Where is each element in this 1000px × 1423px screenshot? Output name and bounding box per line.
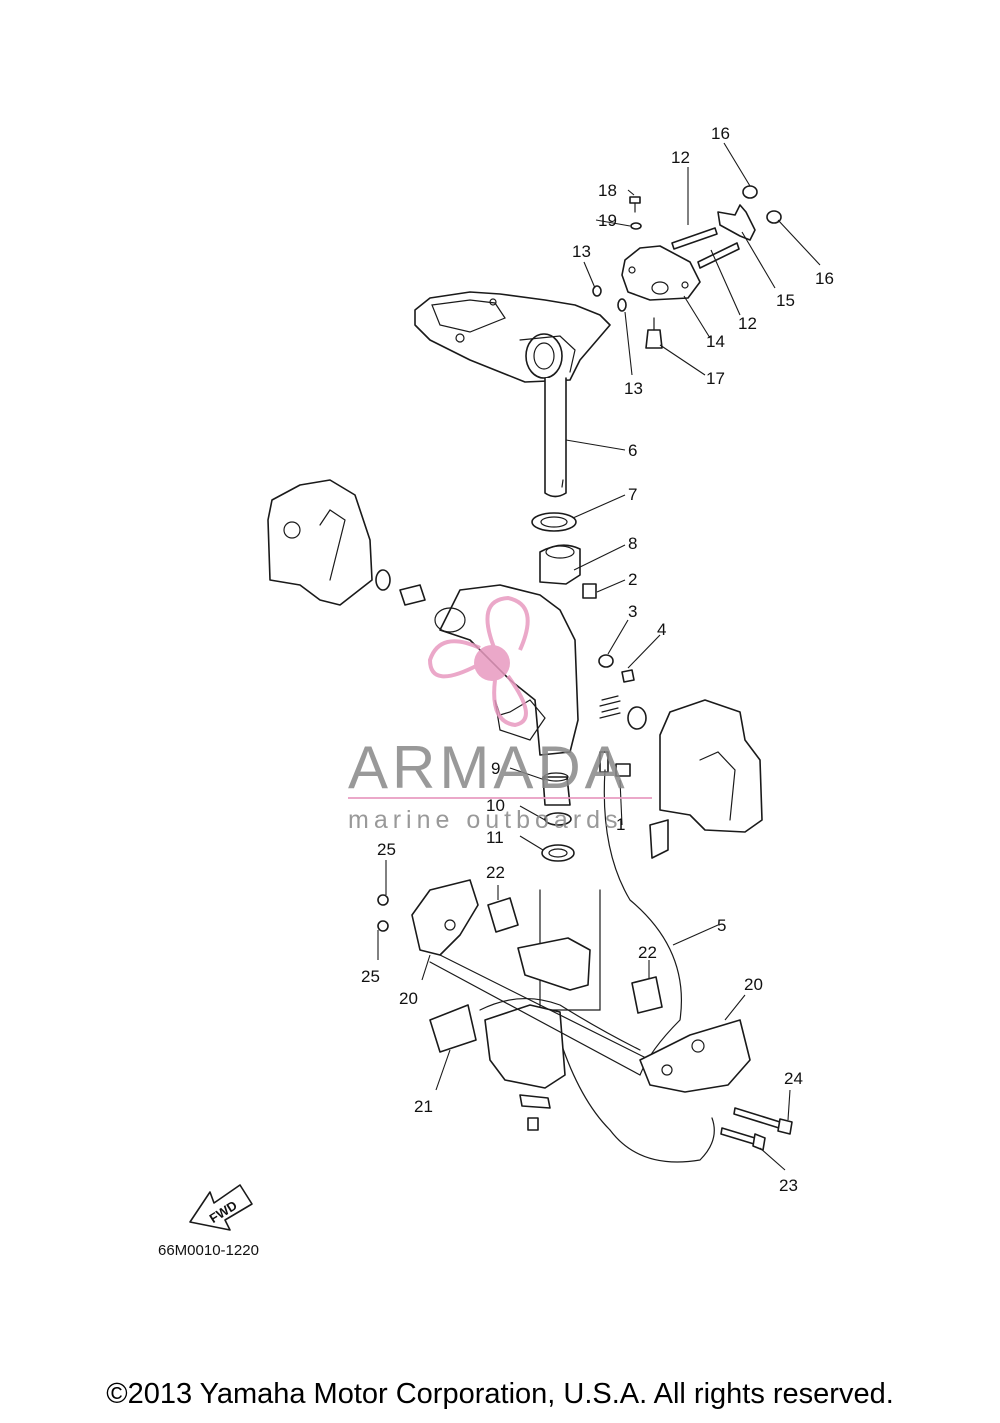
callout-8: 8 bbox=[628, 534, 637, 553]
drawing-code: 66M0010-1220 bbox=[158, 1242, 259, 1259]
callout-24: 24 bbox=[784, 1069, 803, 1088]
callout-16b: 16 bbox=[815, 269, 834, 288]
callout-20b: 20 bbox=[399, 989, 418, 1008]
mount-clamp-right bbox=[639, 1019, 751, 1093]
callout-18: 18 bbox=[598, 181, 617, 200]
callout-2: 2 bbox=[628, 570, 637, 589]
exploded-parts-drawing bbox=[267, 185, 793, 1163]
leader-lines bbox=[377, 142, 821, 1171]
callout-23: 23 bbox=[779, 1176, 798, 1195]
callout-9: 9 bbox=[491, 759, 500, 778]
ground-lead bbox=[559, 769, 715, 1163]
callout-13a: 13 bbox=[572, 242, 591, 261]
bushing-and-ring bbox=[531, 512, 597, 599]
mount-clamp-left bbox=[377, 879, 479, 956]
top-plate bbox=[621, 245, 701, 301]
studs bbox=[671, 227, 740, 269]
watermark-tagline: marine outboards bbox=[348, 806, 623, 834]
clamp-bracket-left bbox=[267, 479, 373, 606]
steering-shaft bbox=[544, 377, 567, 498]
callout-16a: 16 bbox=[711, 124, 730, 143]
callout-14: 14 bbox=[706, 332, 725, 351]
callout-6: 6 bbox=[628, 441, 637, 460]
callout-19: 19 bbox=[598, 211, 617, 230]
steering-bracket bbox=[414, 291, 611, 383]
lower-bushings bbox=[541, 772, 575, 862]
copyright-notice: ©2013 Yamaha Motor Corporation, U.S.A. A… bbox=[106, 1378, 894, 1410]
clamp-bracket-right bbox=[649, 699, 763, 859]
part-callouts: 16 12 18 19 13 16 15 12 14 17 13 6 7 8 2… bbox=[361, 124, 834, 1195]
callout-12b: 12 bbox=[738, 314, 757, 333]
callout-12a: 12 bbox=[671, 148, 690, 167]
callout-17: 17 bbox=[706, 369, 725, 388]
callout-7: 7 bbox=[628, 485, 637, 504]
grease-nipple bbox=[645, 317, 663, 349]
callout-22a: 22 bbox=[486, 863, 505, 882]
callout-15: 15 bbox=[776, 291, 795, 310]
rubber-pads bbox=[429, 897, 663, 1053]
callout-25b: 25 bbox=[361, 967, 380, 986]
armada-logo-icon bbox=[427, 595, 530, 728]
callout-5: 5 bbox=[717, 916, 726, 935]
bolt-and-washers bbox=[592, 196, 642, 312]
callout-3: 3 bbox=[628, 602, 637, 621]
callout-21: 21 bbox=[414, 1097, 433, 1116]
lock-plate bbox=[717, 204, 756, 241]
fwd-arrow: FWD bbox=[189, 1184, 253, 1231]
callout-10: 10 bbox=[486, 796, 505, 815]
callout-25a: 25 bbox=[377, 840, 396, 859]
callout-22b: 22 bbox=[638, 943, 657, 962]
mount-bolts bbox=[720, 1107, 793, 1151]
watermark: ARMADA marine outboards bbox=[348, 595, 652, 834]
callout-11: 11 bbox=[486, 828, 504, 847]
watermark-logo-dot bbox=[474, 645, 510, 681]
callout-13b: 13 bbox=[624, 379, 643, 398]
small-hardware bbox=[375, 569, 647, 777]
callout-4: 4 bbox=[657, 620, 666, 639]
watermark-brand: ARMADA bbox=[348, 734, 629, 801]
callout-20a: 20 bbox=[744, 975, 763, 994]
lower-mount-assembly bbox=[419, 889, 651, 1131]
callout-1: 1 bbox=[616, 815, 625, 834]
